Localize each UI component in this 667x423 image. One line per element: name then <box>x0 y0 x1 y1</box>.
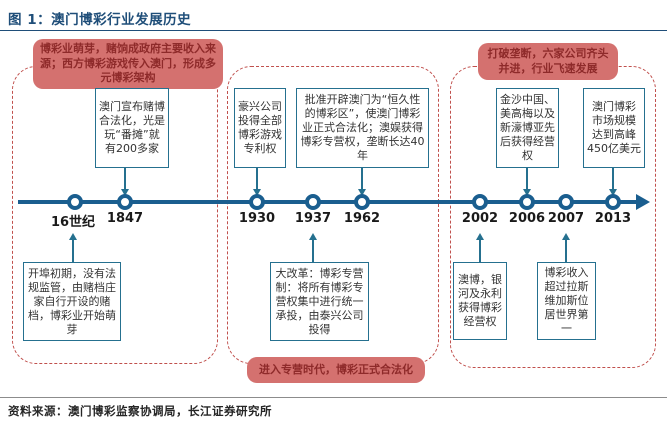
arrow-up-icon-2007 <box>562 233 570 240</box>
connector-2007 <box>565 240 567 263</box>
event-note-2006: 金沙中国、美高梅以及新濠博亚先后获得经营权 <box>496 88 559 168</box>
stage2-summary-callout: 进入专营时代，博彩正式合法化 <box>247 357 425 383</box>
year-label-1962: 1962 <box>343 211 381 226</box>
timeline-node-1930 <box>249 194 265 210</box>
year-label-1847: 1847 <box>106 211 144 226</box>
source-note: 资料来源：澳门博彩监察协调局，长江证券研究所 <box>8 404 272 418</box>
timeline-node-2002 <box>472 194 488 210</box>
event-note-2007: 博彩收入超过拉斯维加斯位居世界第一 <box>537 262 596 340</box>
arrow-up-icon-2002 <box>476 233 484 240</box>
timeline-axis <box>18 200 638 204</box>
event-note-1962: 批准开辟澳门为“恒久性的博彩区”，使澳门博彩业正式合法化；澳娱获得博彩专营权，垄… <box>296 88 429 168</box>
connector-1847 <box>124 167 126 190</box>
event-note-1937: 大改革：博彩专营制：将所有博彩专营权集中进行统一承投，由泰兴公司投得 <box>270 262 369 341</box>
arrow-down-icon-2006 <box>523 189 531 196</box>
arrow-up-icon-16c <box>69 233 77 240</box>
stage3-summary-callout: 打破垄断，六家公司齐头并进，行业飞速发展 <box>478 43 618 80</box>
title-divider <box>0 30 667 31</box>
connector-2002 <box>479 240 481 263</box>
year-label-1930: 1930 <box>238 211 276 226</box>
event-note-16c: 开埠初期，没有法规监管，由赌档庄家自行开设的赌档，博彩业开始萌芽 <box>23 262 121 341</box>
connector-2006 <box>526 167 528 190</box>
timeline-node-16c <box>67 194 83 210</box>
arrow-down-icon-1847 <box>121 189 129 196</box>
timeline-node-1847 <box>117 194 133 210</box>
timeline-node-1937 <box>305 194 321 210</box>
timeline-node-2013 <box>605 194 621 210</box>
event-note-2013: 澳门博彩市场规模达到高峰450亿美元 <box>583 88 645 168</box>
year-label-2002: 2002 <box>461 211 499 226</box>
connector-16c <box>72 240 74 263</box>
stage1-summary-callout: 博彩业萌芽，赌饷成政府主要收入来源；西方博彩游戏传入澳门，形成多元博彩架构 <box>33 39 223 89</box>
year-label-1937: 1937 <box>294 211 332 226</box>
year-label-16c: 16世纪 <box>50 215 96 230</box>
connector-1937 <box>312 240 314 263</box>
timeline-node-2007 <box>558 194 574 210</box>
arrow-down-icon-1962 <box>358 189 366 196</box>
event-note-2002: 澳博，银河及永利获得博彩经营权 <box>453 262 507 340</box>
connector-1930 <box>256 167 258 190</box>
footer-divider <box>0 397 667 398</box>
connector-1962 <box>361 167 363 190</box>
year-label-2006: 2006 <box>508 211 546 226</box>
arrow-down-icon-2013 <box>609 189 617 196</box>
connector-2013 <box>612 167 614 190</box>
year-label-2007: 2007 <box>547 211 585 226</box>
timeline-arrowhead-icon <box>636 194 650 210</box>
event-note-1930: 豪兴公司投得全部博彩游戏专利权 <box>234 88 286 168</box>
arrow-down-icon-1930 <box>253 189 261 196</box>
timeline-node-1962 <box>354 194 370 210</box>
figure-title: 图 1：澳门博彩行业发展历史 <box>8 12 192 28</box>
timeline-node-2006 <box>519 194 535 210</box>
year-label-2013: 2013 <box>594 211 632 226</box>
arrow-up-icon-1937 <box>309 233 317 240</box>
event-note-1847: 澳门宣布赌博合法化，光是玩“番摊”就有200多家 <box>95 88 169 168</box>
